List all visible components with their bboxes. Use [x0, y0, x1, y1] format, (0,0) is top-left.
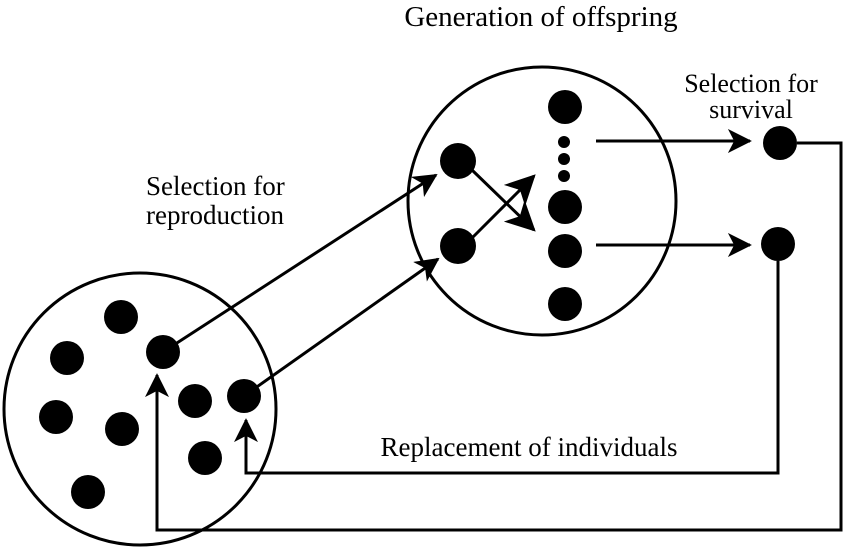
selection-survival-line1: Selection for — [684, 69, 818, 98]
replacement-label: Replacement of individuals — [380, 432, 678, 462]
figure-title: Generation of offspring — [404, 1, 678, 33]
replacement-path-inner — [234, 261, 780, 475]
individual-dot — [227, 379, 261, 413]
individual-dot — [178, 384, 212, 418]
individual-dot — [548, 190, 582, 224]
individual-dot — [39, 400, 73, 434]
individual-dot — [146, 335, 180, 369]
individual-dot — [763, 126, 797, 160]
individual-dot — [761, 227, 795, 261]
individual-dot — [440, 143, 476, 179]
survivor-dots — [761, 126, 797, 261]
individual-dot — [105, 412, 139, 446]
individual-dot — [104, 300, 138, 334]
individual-dot — [548, 287, 582, 321]
reproduction-arrow-1 — [162, 173, 438, 354]
individual-dot — [558, 170, 570, 182]
reproduction-arrow-2 — [243, 257, 440, 398]
selection-reproduction-line2: reproduction — [146, 200, 284, 230]
population-circle — [2, 271, 278, 547]
individual-dot — [188, 441, 222, 475]
offspring-circle — [406, 65, 678, 337]
selection-survival-line2: survival — [709, 95, 793, 124]
offspring-ellipsis-dots — [558, 136, 570, 182]
selection-survival-label: Selection for survival — [660, 71, 842, 123]
selection-reproduction-label: Selection for reproduction — [146, 172, 285, 230]
selection-reproduction-line1: Selection for — [146, 171, 285, 201]
individual-dot — [548, 234, 582, 268]
crossover-arrow-up — [470, 174, 536, 240]
parent-dots — [440, 143, 476, 264]
individual-dot — [558, 136, 570, 148]
individual-dot — [50, 341, 84, 375]
individual-dot — [558, 153, 570, 165]
crossover-arrow-down — [470, 168, 536, 232]
individual-dot — [71, 475, 105, 509]
individual-dot — [548, 90, 582, 124]
population-dots — [39, 300, 261, 509]
replacement-path-outer — [145, 141, 843, 532]
individual-dot — [440, 228, 476, 264]
offspring-dots — [548, 90, 582, 321]
